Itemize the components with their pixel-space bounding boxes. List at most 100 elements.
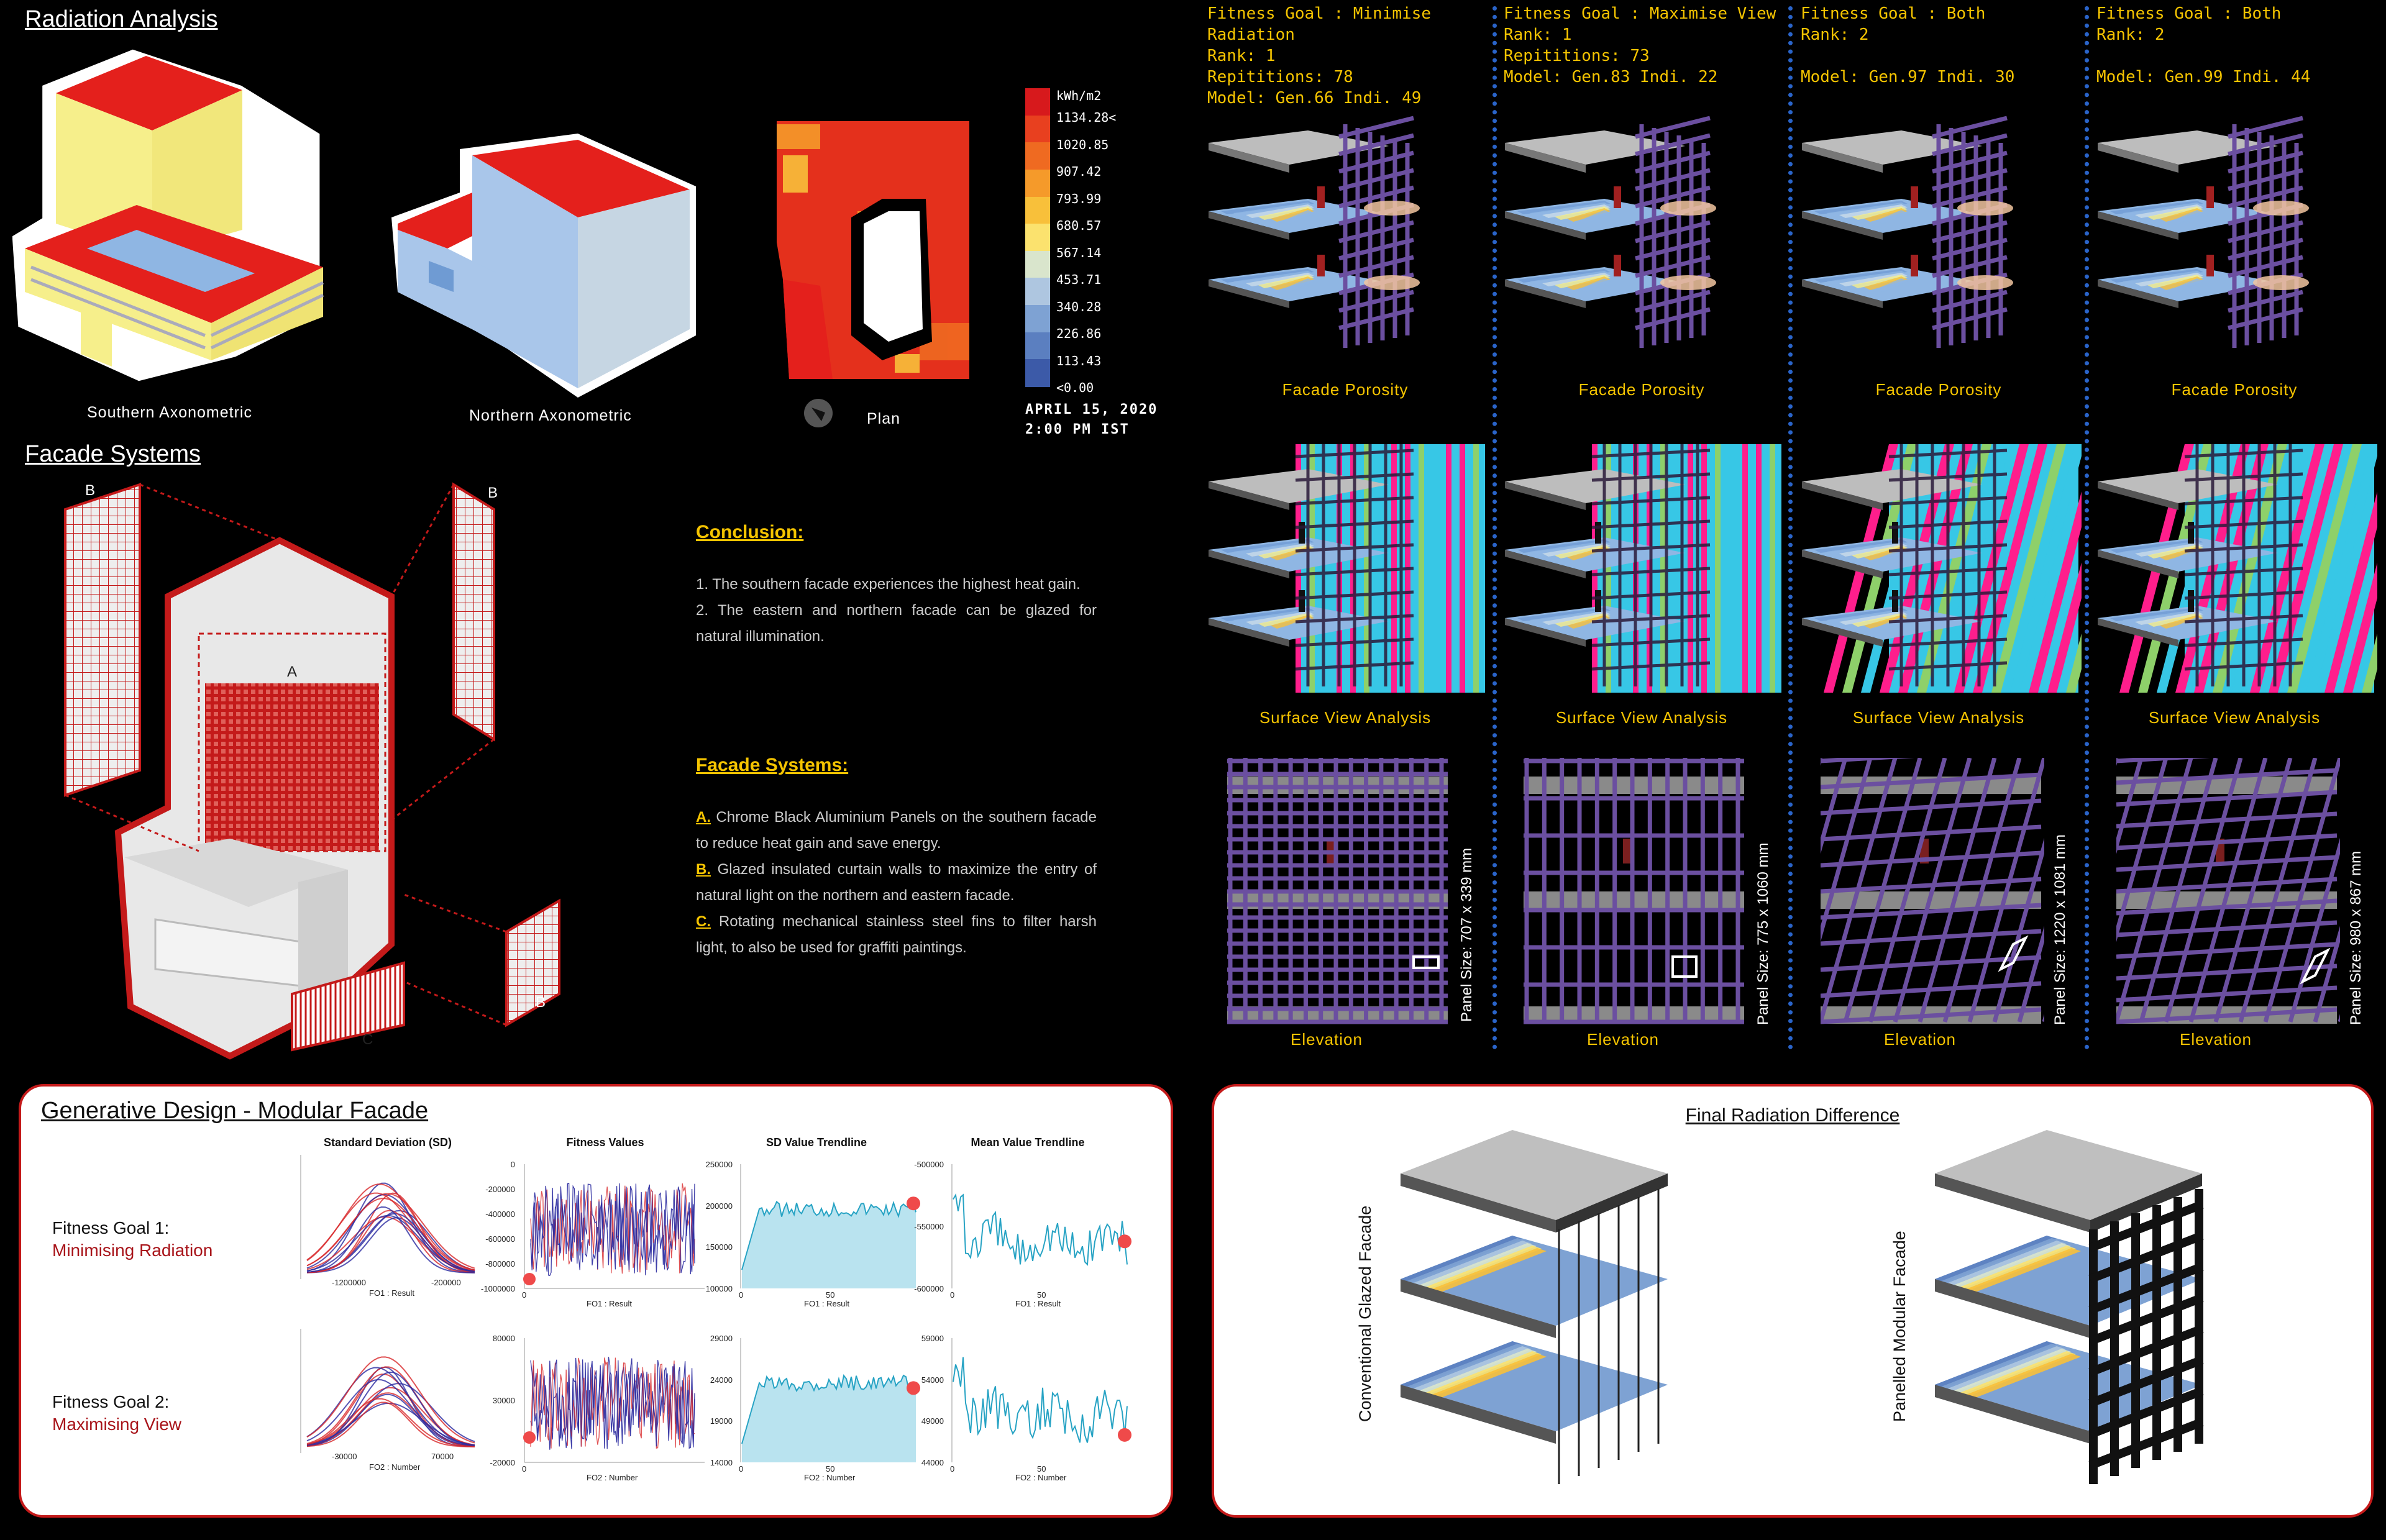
panel-size-label: Panel Size: 980 x 867 mm bbox=[2347, 850, 2364, 1025]
facade-text-c: Rotating mechanical stainless steel fins… bbox=[696, 913, 1097, 956]
column-model: Model: Gen.99 Indi. 44 bbox=[2096, 68, 2311, 86]
trend-y-tick: 59000 bbox=[921, 1334, 944, 1343]
fitness-y-tick: -400000 bbox=[485, 1210, 515, 1219]
surface-view-label: Surface View Analysis bbox=[1259, 708, 1432, 727]
legend-value: 453.71 bbox=[1056, 272, 1102, 287]
column-reps: Repititions: 73 bbox=[1504, 47, 1650, 65]
trend-y-tick: 100000 bbox=[705, 1284, 733, 1293]
trend-x-label: FO2 : Number bbox=[1015, 1473, 1067, 1482]
mean-trendline-chart bbox=[951, 1164, 1131, 1288]
facade-point-a: A. Chrome Black Aluminium Panels on the … bbox=[696, 804, 1097, 857]
conventional-glazed-facade-model bbox=[1401, 1130, 1668, 1484]
sd-trendline-chart bbox=[740, 1338, 920, 1462]
fitness-x-label: FO1 : Result bbox=[587, 1299, 632, 1308]
goal-2-title: Fitness Goal 2: bbox=[52, 1392, 170, 1411]
facade-text-a: Chrome Black Aluminium Panels on the sou… bbox=[696, 809, 1097, 852]
trend-x-label: FO2 : Number bbox=[804, 1473, 856, 1482]
trend-y-tick: 150000 bbox=[705, 1242, 733, 1252]
north-arrow-icon bbox=[804, 399, 833, 427]
sd-x-tick: -1200000 bbox=[332, 1278, 366, 1287]
legend-swatch bbox=[1025, 142, 1050, 170]
column-reps bbox=[2096, 45, 2386, 66]
facade-mark-b-bottom: B bbox=[536, 994, 546, 1011]
legend-value: <0.00 bbox=[1056, 380, 1094, 395]
generative-title: Generative Design - Modular Facade bbox=[41, 1098, 429, 1124]
legend-value: 1020.85 bbox=[1056, 137, 1109, 152]
goal-1-label: Fitness Goal 1: Minimising Radiation bbox=[52, 1217, 213, 1262]
elevation-drawing bbox=[1821, 758, 2044, 1024]
sd-distribution-chart bbox=[300, 1155, 475, 1279]
legend-swatch bbox=[1025, 359, 1050, 387]
surface-view-label: Surface View Analysis bbox=[2148, 708, 2321, 727]
column-goal: Fitness Goal : Maximise View bbox=[1504, 4, 1776, 23]
elevation-label: Elevation bbox=[1884, 1030, 1956, 1049]
legend-swatch bbox=[1025, 250, 1050, 279]
facade-porosity-model bbox=[2098, 116, 2309, 348]
fitness-y-tick: 80000 bbox=[492, 1334, 515, 1343]
facade-porosity-model bbox=[1505, 116, 1716, 348]
fitness-x-label: FO2 : Number bbox=[587, 1473, 638, 1482]
trend-y-tick: 44000 bbox=[921, 1458, 944, 1467]
elevation-drawing bbox=[1227, 758, 1448, 1024]
column-reps bbox=[1801, 45, 2093, 66]
legend-swatch bbox=[1025, 224, 1050, 252]
final-left-label: Conventional Glazed Facade bbox=[1356, 1205, 1374, 1422]
legend-value: 1134.28< bbox=[1056, 110, 1117, 125]
facade-systems-exploded-axonometric bbox=[64, 482, 560, 1060]
column-model: Model: Gen.83 Indi. 22 bbox=[1504, 68, 1718, 86]
surface-view-label: Surface View Analysis bbox=[1555, 708, 1728, 727]
elevation-label: Elevation bbox=[1587, 1030, 1659, 1049]
trend-y-tick: 29000 bbox=[710, 1334, 733, 1343]
chart-title: Standard Deviation (SD) bbox=[323, 1136, 452, 1149]
fitness-values-chart bbox=[523, 1164, 705, 1289]
panel-size-label: Panel Size: 707 x 339 mm bbox=[1458, 847, 1475, 1022]
fitness-y-tick: -1000000 bbox=[481, 1284, 515, 1293]
column-reps: Repititions: 78 bbox=[1207, 68, 1353, 86]
facade-porosity-model bbox=[1209, 116, 1420, 348]
trend-x-label: FO1 : Result bbox=[804, 1299, 849, 1308]
facade-porosity-label: Facade Porosity bbox=[1875, 380, 2002, 399]
trend-x-tick: 0 bbox=[739, 1290, 744, 1300]
trend-y-tick: -500000 bbox=[914, 1160, 944, 1169]
legend-unit: kWh/m2 bbox=[1056, 88, 1102, 103]
surface-view-label: Surface View Analysis bbox=[1852, 708, 2025, 727]
legend-swatch bbox=[1025, 169, 1050, 198]
legend-time: 2:00 PM IST bbox=[1025, 422, 1130, 437]
sd-x-tick: 70000 bbox=[431, 1452, 454, 1461]
trend-x-tick: 0 bbox=[950, 1464, 955, 1474]
trend-y-tick: 54000 bbox=[921, 1375, 944, 1385]
radiation-title: Radiation Analysis bbox=[25, 6, 218, 32]
facade-systems-title: Facade Systems bbox=[25, 441, 201, 467]
final-title: Final Radiation Difference bbox=[1685, 1105, 1900, 1126]
goal-1-subtitle: Minimising Radiation bbox=[52, 1241, 213, 1260]
column-rank: Rank: 2 bbox=[2096, 25, 2165, 44]
trend-y-tick: 200000 bbox=[705, 1201, 733, 1211]
conclusion-point-2: 2. The eastern and northern facade can b… bbox=[696, 602, 1097, 645]
facade-porosity-label: Facade Porosity bbox=[2171, 380, 2298, 399]
trend-x-tick: 0 bbox=[950, 1290, 955, 1300]
surface-view-model bbox=[1802, 444, 2082, 693]
fitness-x-tick: 0 bbox=[522, 1464, 527, 1474]
surface-view-model bbox=[1209, 444, 1485, 693]
elevation-drawing bbox=[1524, 758, 1744, 1024]
legend-swatch bbox=[1025, 305, 1050, 333]
column-model: Model: Gen.66 Indi. 49 bbox=[1207, 89, 1422, 107]
column-model: Model: Gen.97 Indi. 30 bbox=[1801, 68, 2015, 86]
facade-letter-c: C. bbox=[696, 913, 711, 930]
facade-mark-a: A bbox=[287, 663, 298, 680]
trend-x-tick: 50 bbox=[1037, 1464, 1046, 1474]
legend-value: 226.86 bbox=[1056, 326, 1102, 341]
northern-axonometric-label: Northern Axonometric bbox=[469, 407, 632, 424]
column-goal: Fitness Goal : Minimise Radiation bbox=[1207, 4, 1432, 44]
trend-y-tick: 250000 bbox=[705, 1160, 733, 1169]
chart-title: Fitness Values bbox=[566, 1136, 644, 1149]
legend-swatch bbox=[1025, 332, 1050, 360]
plan-label: Plan bbox=[867, 410, 901, 427]
panel-size-label: Panel Size: 775 x 1060 mm bbox=[1755, 842, 1771, 1026]
fitness-y-tick: 30000 bbox=[492, 1396, 515, 1405]
trend-y-tick: 19000 bbox=[710, 1416, 733, 1426]
